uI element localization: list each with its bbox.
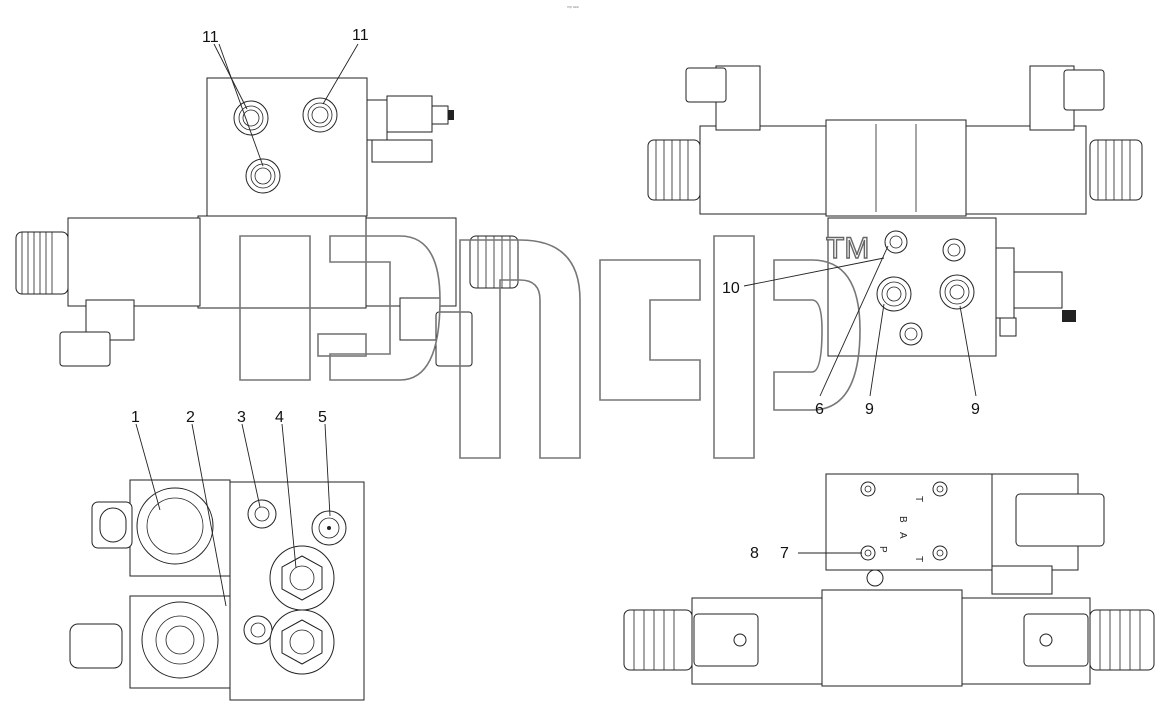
header-text: ᵐᵖ ᵉᵉᵉ	[567, 5, 579, 11]
port-fitting	[233, 100, 269, 136]
port-fitting	[899, 322, 923, 346]
plug-fitting	[243, 615, 273, 645]
port-fitting	[884, 230, 908, 254]
hex-fitting	[269, 545, 335, 611]
view-bottom-right: T T A B P	[623, 473, 1155, 687]
callout-8: 8	[750, 545, 759, 562]
callout-11: 11	[202, 29, 219, 46]
electrical-connector	[1015, 493, 1105, 547]
check-valve-cartridge	[91, 479, 231, 577]
callout-10: 10	[722, 280, 740, 297]
electrical-connector	[399, 297, 473, 367]
test-point-fitting	[311, 510, 347, 546]
knurled-knob	[1089, 139, 1143, 201]
directional-valve-body	[821, 589, 963, 687]
port-fitting	[876, 276, 912, 312]
pressure-switch	[366, 95, 454, 163]
callouts: 11 11 10 6 9 9 1 2 3 4 5 8 7	[131, 27, 980, 562]
trademark-symbol: TM	[826, 232, 869, 265]
solenoid-cap	[693, 613, 759, 667]
knurled-knob	[15, 231, 69, 295]
valve-body-block	[206, 77, 368, 217]
port-letters: T T A B P	[877, 496, 924, 562]
view-top-right	[647, 65, 1143, 357]
solenoid-coil	[699, 125, 827, 215]
port-letter-p: P	[877, 546, 888, 553]
callout-1: 1	[131, 409, 140, 426]
port-letter-b: B	[897, 516, 908, 523]
electrical-connector	[685, 65, 761, 131]
port-fitting	[302, 97, 338, 133]
port-fitting	[942, 238, 966, 262]
port-letter-t: T	[913, 556, 924, 562]
knurled-knob	[469, 235, 519, 289]
hex-fitting	[269, 609, 335, 675]
leader-lines	[135, 43, 977, 607]
pressure-switch	[995, 247, 1076, 337]
manual-override-icon	[733, 633, 747, 647]
callout-6: 6	[815, 401, 824, 418]
mounting-bolt	[932, 481, 948, 497]
callout-9: 9	[971, 401, 980, 418]
mounting-bolt	[860, 545, 876, 561]
view-bottom-left	[69, 479, 365, 701]
knurled-knob	[1089, 609, 1155, 671]
watermark-logo: TM	[239, 231, 870, 459]
mounting-bolt	[932, 545, 948, 561]
callout-5: 5	[318, 409, 327, 426]
knurled-knob	[647, 139, 701, 201]
callout-2: 2	[186, 409, 195, 426]
knurled-knob	[623, 609, 693, 671]
port-fitting	[245, 158, 281, 194]
manual-override-icon	[1039, 633, 1053, 647]
callout-9: 9	[865, 401, 874, 418]
solenoid-coil	[67, 217, 201, 307]
plug-fitting	[247, 499, 277, 529]
port-letter-t: T	[913, 496, 924, 502]
solenoid-cap	[1023, 613, 1089, 667]
callout-7: 7	[780, 545, 789, 562]
callout-3: 3	[237, 409, 246, 426]
view-top-left	[15, 77, 519, 367]
port-letter-a: A	[897, 532, 908, 539]
solenoid-coil	[965, 125, 1087, 215]
callout-11: 11	[352, 27, 369, 44]
check-valve-cartridge	[69, 595, 231, 689]
port-fitting	[939, 274, 975, 310]
mounting-face-block	[825, 473, 993, 571]
mounting-bolt	[860, 481, 876, 497]
electrical-connector	[1029, 65, 1105, 131]
callout-4: 4	[275, 409, 284, 426]
drain-plug	[866, 569, 884, 587]
directional-valve-body	[825, 119, 967, 217]
electrical-connector	[59, 299, 135, 367]
